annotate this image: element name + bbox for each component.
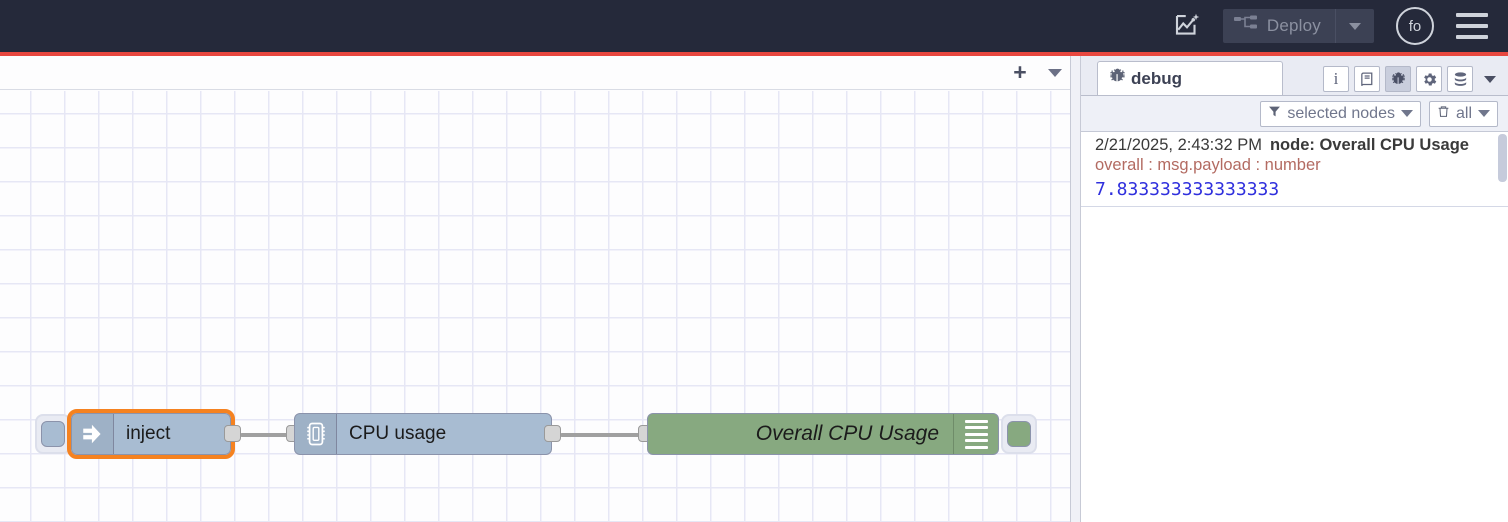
- flow-grid[interactable]: [0, 91, 1081, 522]
- chevron-down-icon: [1484, 75, 1496, 83]
- deploy-dropdown-caret[interactable]: [1336, 9, 1374, 43]
- bug-icon: [1108, 67, 1127, 91]
- debug-filter-label: selected nodes: [1287, 104, 1395, 122]
- flow-tab-bar: +: [0, 56, 1081, 90]
- flow-sparkle-icon[interactable]: [1167, 6, 1207, 46]
- cpu-chip-icon: [295, 414, 337, 454]
- debug-message-value: 7.833333333333333: [1095, 179, 1280, 200]
- config-gear-icon[interactable]: [1416, 66, 1442, 92]
- debug-message-scrollbar[interactable]: [1498, 134, 1507, 182]
- sidebar-tab-bar: debug i: [1081, 56, 1508, 96]
- debug-enable-button[interactable]: [1001, 414, 1037, 454]
- deploy-label: Deploy: [1266, 16, 1321, 35]
- deploy-button[interactable]: Deploy: [1222, 9, 1374, 43]
- sidebar-panel: debug i: [1081, 56, 1508, 522]
- chevron-down-icon: [1349, 22, 1361, 30]
- debug-clear-select[interactable]: all: [1428, 100, 1498, 127]
- hamburger-menu-icon[interactable]: [1456, 13, 1488, 39]
- node-debug-overall-cpu-usage[interactable]: Overall CPU Usage: [647, 413, 999, 455]
- header-accent-bar: [0, 52, 1508, 56]
- sidebar-tab-icons: i: [1323, 66, 1502, 92]
- chevron-down-icon: [1400, 110, 1413, 117]
- debug-clear-label: all: [1455, 104, 1472, 122]
- wire-inject-to-cpu[interactable]: [240, 433, 296, 437]
- tab-debug-label: debug: [1131, 68, 1182, 88]
- wire-cpu-to-debug[interactable]: [560, 433, 648, 437]
- node-debug-label: Overall CPU Usage: [755, 422, 939, 445]
- app-header: Deploy fo: [0, 0, 1508, 52]
- debug-toolbar: selected nodes all: [1081, 96, 1508, 132]
- debug-message-list[interactable]: 2/21/2025, 2:43:32 PM node: Overall CPU U…: [1081, 132, 1508, 522]
- help-book-icon[interactable]: [1354, 66, 1380, 92]
- node-cpu-label: CPU usage: [349, 423, 447, 444]
- funnel-icon: [1268, 105, 1281, 123]
- debug-message-header: 2/21/2025, 2:43:32 PM node: Overall CPU U…: [1095, 136, 1494, 155]
- debug-message-topic: overall : msg.payload : number: [1095, 156, 1321, 174]
- node-cpu-usage[interactable]: CPU usage: [294, 413, 552, 455]
- trash-icon: [1437, 104, 1450, 124]
- debug-filter-select[interactable]: selected nodes: [1260, 100, 1421, 127]
- deploy-main[interactable]: Deploy: [1223, 9, 1336, 43]
- debug-bug-icon[interactable]: [1385, 66, 1411, 92]
- inject-output-port[interactable]: [224, 425, 241, 442]
- info-icon[interactable]: i: [1323, 66, 1349, 92]
- flow-canvas-area[interactable]: + inject CPU usage O: [0, 56, 1081, 522]
- debug-message[interactable]: 2/21/2025, 2:43:32 PM node: Overall CPU U…: [1081, 132, 1508, 207]
- plus-icon[interactable]: +: [1013, 59, 1027, 85]
- chevron-down-icon[interactable]: [1037, 59, 1073, 87]
- tab-debug[interactable]: debug: [1097, 61, 1283, 95]
- panel-resize-divider[interactable]: [1070, 56, 1081, 522]
- inject-arrow-icon: [72, 414, 114, 454]
- context-data-icon[interactable]: [1447, 66, 1473, 92]
- cpu-output-port[interactable]: [544, 425, 561, 442]
- chevron-down-icon: [1478, 110, 1490, 117]
- sidebar-tabs-more-button[interactable]: [1478, 66, 1502, 92]
- debug-lines-icon: [953, 414, 998, 454]
- inject-trigger-button[interactable]: [35, 414, 71, 454]
- node-inject[interactable]: inject: [67, 409, 235, 459]
- debug-message-timestamp: 2/21/2025, 2:43:32 PM: [1095, 136, 1262, 154]
- debug-message-node: node: Overall CPU Usage: [1269, 136, 1469, 154]
- avatar[interactable]: fo: [1396, 7, 1434, 45]
- node-inject-label: inject: [126, 423, 171, 444]
- avatar-initials: fo: [1408, 17, 1422, 35]
- deploy-nodes-icon: [1233, 15, 1259, 38]
